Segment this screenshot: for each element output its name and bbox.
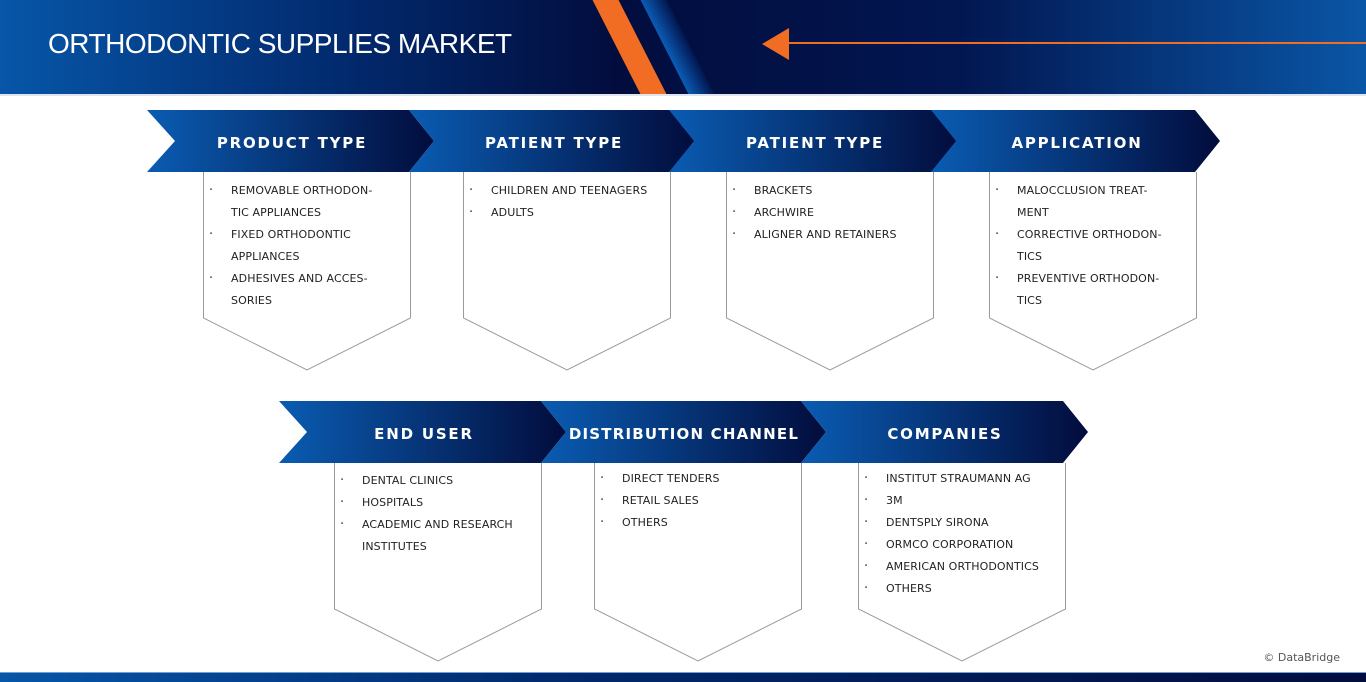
chevron-patient-type-2: PATIENT TYPE (669, 110, 959, 172)
segment-box-end-user: DENTAL CLINICS HOSPITALS ACADEMIC AND RE… (334, 463, 542, 663)
segment-box-application: MALOCCLUSION TREAT- MENT CORRECTIVE ORTH… (989, 172, 1197, 372)
chevron-patient-type: PATIENT TYPE (409, 110, 699, 172)
list-item-continued: MENT (1017, 206, 1049, 219)
chevron-end-user: END USER (279, 401, 569, 463)
chevron-product-type: PRODUCT TYPE (147, 110, 437, 172)
footer-bar (0, 673, 1366, 682)
divider (0, 94, 1366, 96)
segment-title: COMPANIES (887, 425, 1003, 443)
list-item: OTHERS (858, 578, 1063, 600)
bullet-list: DENTAL CLINICS HOSPITALS ACADEMIC AND RE… (334, 470, 534, 558)
bullet-list: INSTITUT STRAUMANN AG 3M DENTSPLY SIRONA… (858, 468, 1063, 600)
segment-box-patient-type: CHILDREN AND TEENAGERS ADULTS (463, 172, 671, 372)
segment-box-product-type: REMOVABLE ORTHODON- TIC APPLIANCES FIXED… (203, 172, 411, 372)
list-item: REMOVABLE ORTHODON- (203, 180, 393, 202)
list-item: DENTSPLY SIRONA (858, 512, 1063, 534)
list-item-continued: TICS (1017, 294, 1043, 307)
list-item-continued: SORIES (231, 294, 273, 307)
copyright-credit: © DataBridge (1263, 651, 1340, 664)
bullet-list: MALOCCLUSION TREAT- MENT CORRECTIVE ORTH… (989, 180, 1179, 312)
list-item: CHILDREN AND TEENAGERS (463, 180, 663, 202)
bullet-list: CHILDREN AND TEENAGERS ADULTS (463, 180, 663, 224)
list-item: ADULTS (463, 202, 663, 224)
segment-title: APPLICATION (1011, 134, 1143, 152)
arrow-line (788, 42, 1366, 44)
bullet-list: DIRECT TENDERS RETAIL SALES OTHERS (594, 468, 794, 534)
segment-title: PATIENT TYPE (745, 134, 885, 152)
segment-box-companies: INSTITUT STRAUMANN AG 3M DENTSPLY SIRONA… (858, 463, 1066, 663)
list-item: HOSPITALS (334, 492, 534, 514)
list-item: CORRECTIVE ORTHODON- (989, 224, 1179, 246)
segment-title: PATIENT TYPE (484, 134, 624, 152)
list-item: OTHERS (594, 512, 794, 534)
bullet-list: REMOVABLE ORTHODON- TIC APPLIANCES FIXED… (203, 180, 393, 312)
list-item: BRACKETS (726, 180, 926, 202)
list-item: 3M (858, 490, 1063, 512)
list-item-continued: TIC APPLIANCES (231, 206, 322, 219)
segment-title: PRODUCT TYPE (216, 134, 368, 152)
list-item-continued: TICS (1017, 250, 1043, 263)
list-item: AMERICAN ORTHODONTICS (858, 556, 1063, 578)
segment-box-distribution-channel: DIRECT TENDERS RETAIL SALES OTHERS (594, 463, 802, 663)
bullet-list: BRACKETS ARCHWIRE ALIGNER AND RETAINERS (726, 180, 926, 246)
list-item: MALOCCLUSION TREAT- (989, 180, 1179, 202)
chevron-application: APPLICATION (931, 110, 1221, 172)
header-banner: ORTHODONTIC SUPPLIES MARKET (0, 0, 1366, 94)
page-title: ORTHODONTIC SUPPLIES MARKET (48, 28, 512, 59)
segment-title: END USER (374, 425, 474, 443)
list-item: ORMCO CORPORATION (858, 534, 1063, 556)
segment-box-patient-type-2: BRACKETS ARCHWIRE ALIGNER AND RETAINERS (726, 172, 934, 372)
list-item: PREVENTIVE ORTHODON- (989, 268, 1179, 290)
list-item: DENTAL CLINICS (334, 470, 534, 492)
segment-title: DISTRIBUTION CHANNEL (568, 425, 800, 443)
list-item: DIRECT TENDERS (594, 468, 794, 490)
chevron-distribution-channel: DISTRIBUTION CHANNEL (541, 401, 831, 463)
list-item-continued: INSTITUTES (362, 540, 427, 553)
arrow-left-icon (762, 28, 789, 60)
list-item: ACADEMIC AND RESEARCH (334, 514, 534, 536)
list-item: ADHESIVES AND ACCES- (203, 268, 393, 290)
chevron-companies: COMPANIES (801, 401, 1091, 463)
list-item: ALIGNER AND RETAINERS (726, 224, 926, 246)
list-item: FIXED ORTHODONTIC (203, 224, 393, 246)
list-item: INSTITUT STRAUMANN AG (858, 468, 1063, 490)
list-item: RETAIL SALES (594, 490, 794, 512)
list-item: ARCHWIRE (726, 202, 926, 224)
list-item-continued: APPLIANCES (231, 250, 300, 263)
divider (0, 672, 1366, 673)
